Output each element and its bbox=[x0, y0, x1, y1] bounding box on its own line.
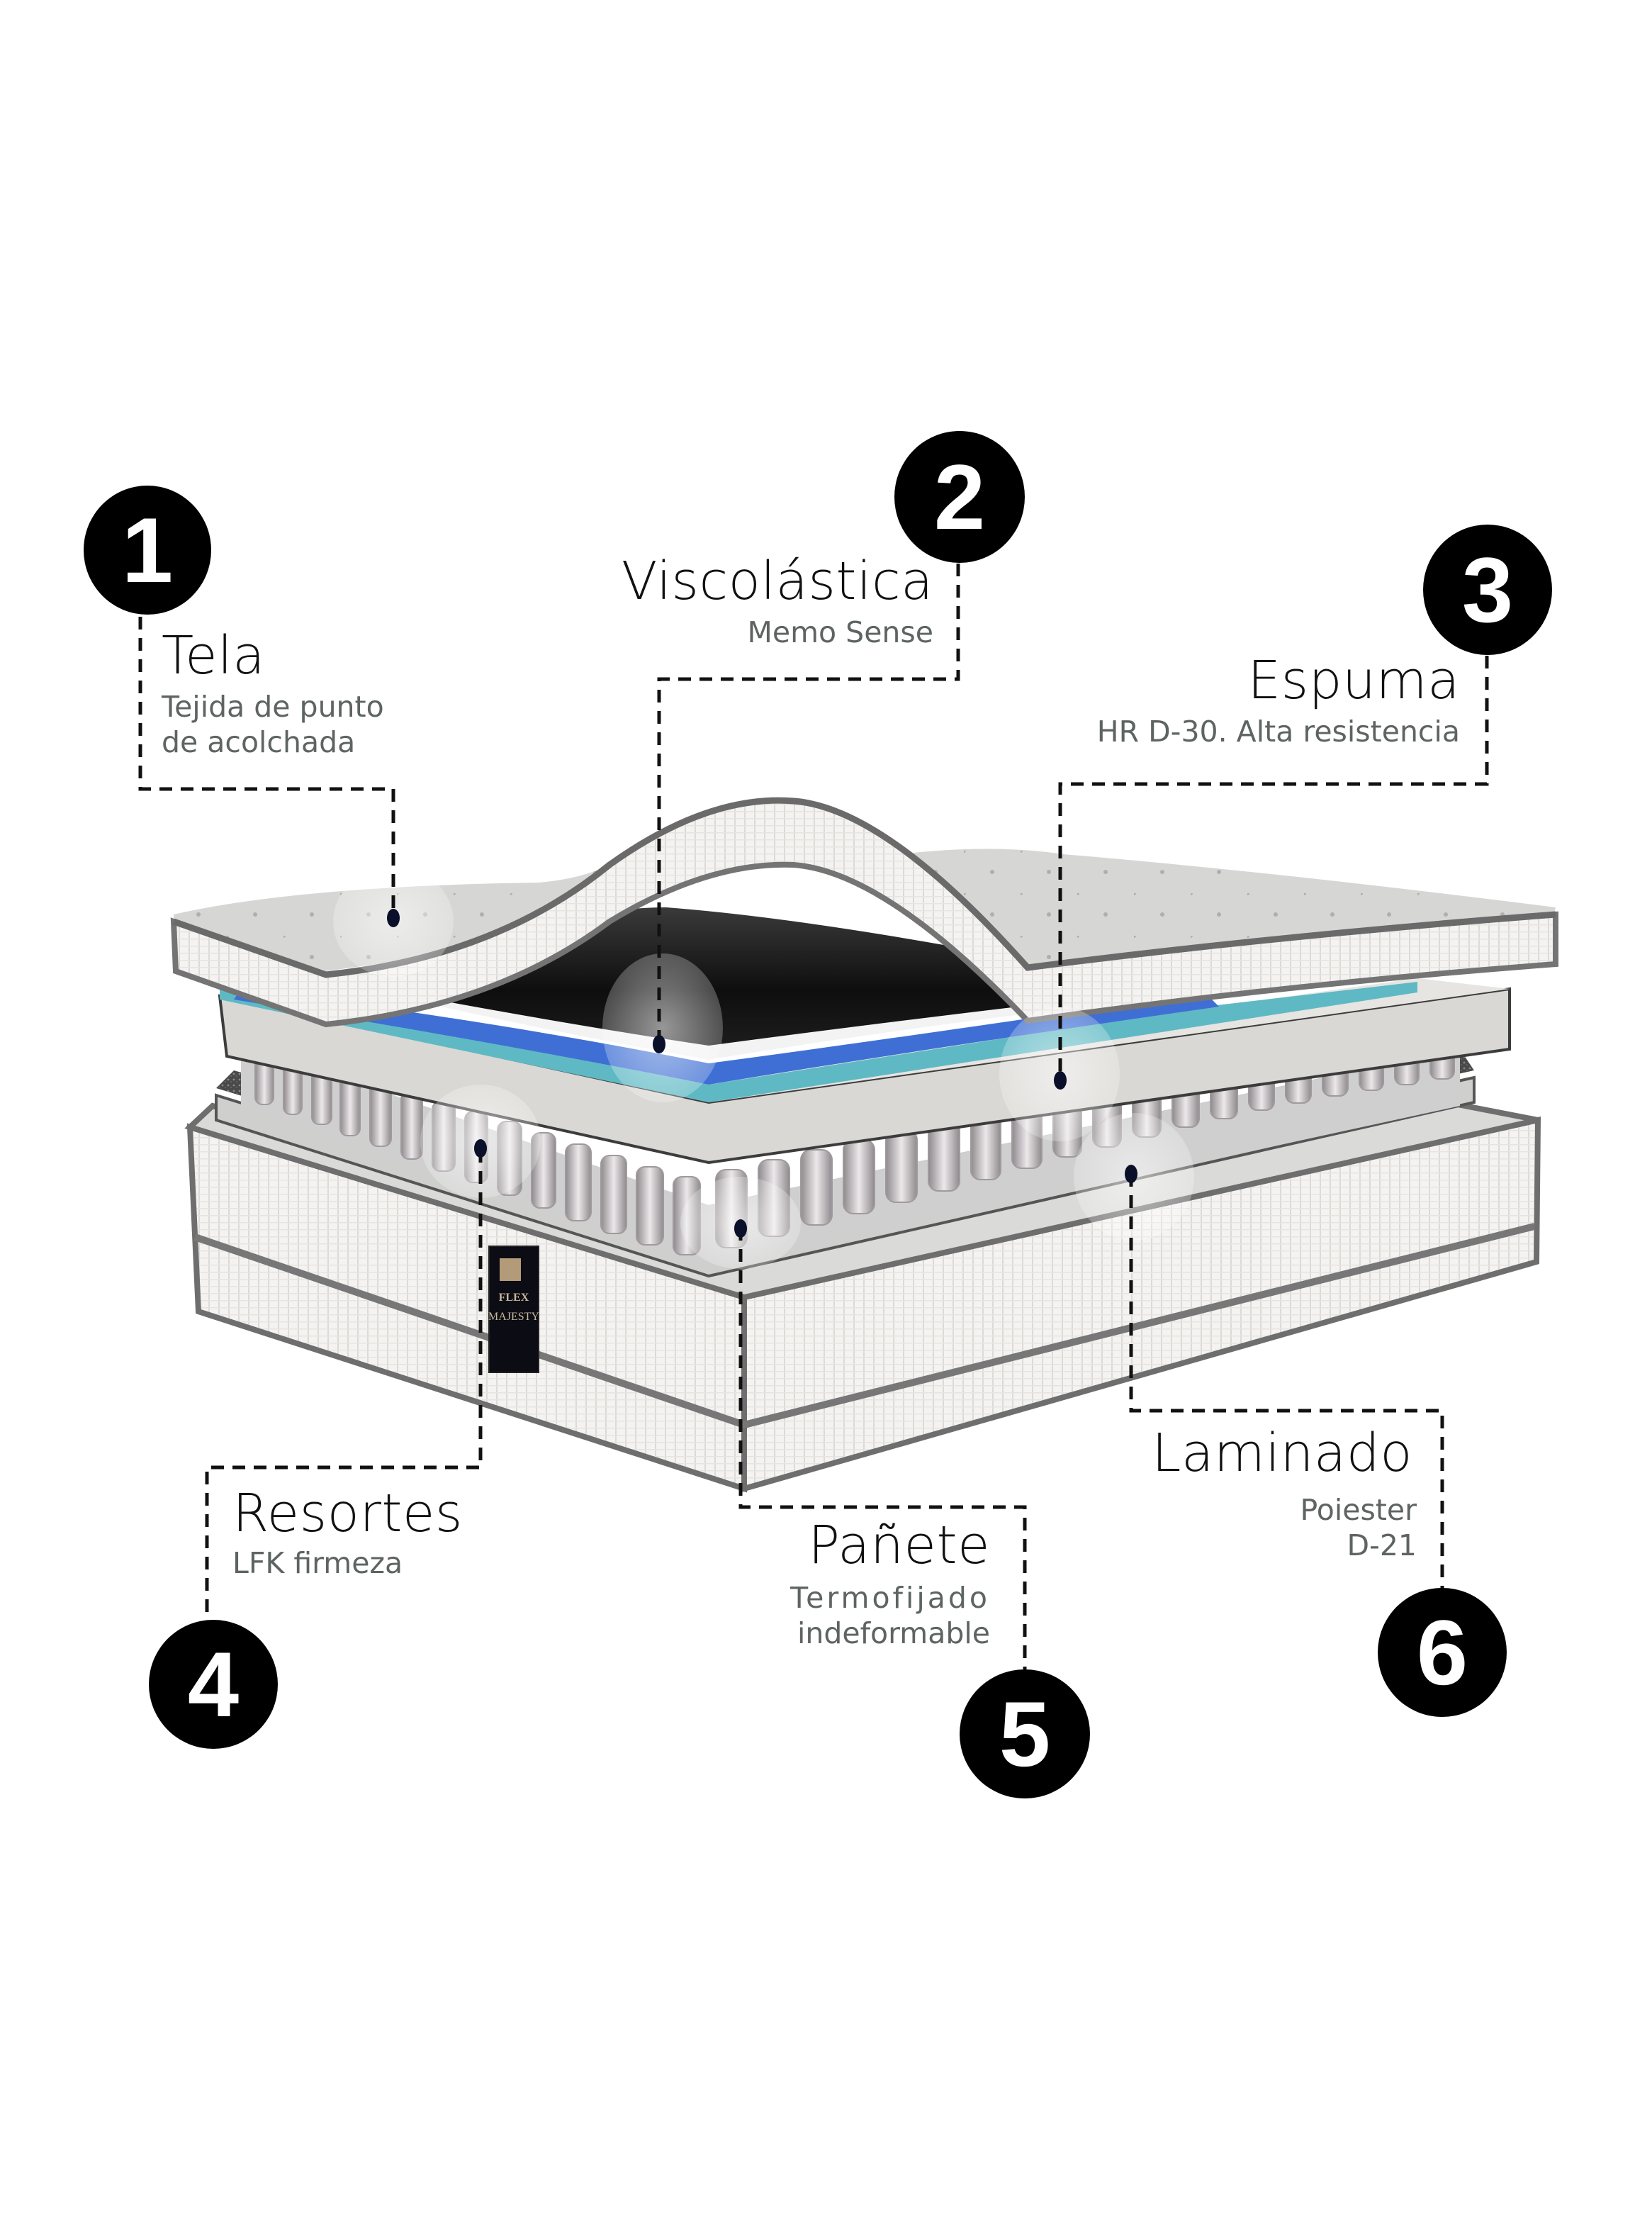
badge-number: 5 bbox=[999, 1682, 1051, 1786]
anchor-dots bbox=[387, 909, 1137, 1238]
layer-title: Tela bbox=[162, 625, 266, 686]
label-espuma: Espuma HR D-30. Alta resistencia bbox=[1096, 650, 1460, 749]
layer-subtitle-line: Termofijado bbox=[790, 1581, 990, 1616]
layer-subtitle-line: Memo Sense bbox=[747, 615, 933, 650]
number-badge-4: 4 bbox=[149, 1620, 278, 1749]
label-viscolastica: Viscolástica Memo Sense bbox=[621, 551, 933, 650]
leader-line-4 bbox=[205, 1150, 483, 1620]
leader-line-6 bbox=[1129, 1174, 1444, 1588]
leader-line-5 bbox=[738, 1228, 1027, 1669]
badge-number: 3 bbox=[1461, 538, 1514, 642]
leader-line-1 bbox=[138, 617, 395, 916]
number-badge-5: 5 bbox=[960, 1669, 1090, 1798]
layer-title: Viscolástica bbox=[621, 551, 933, 612]
layer-subtitle-line: Tejida de punto bbox=[162, 690, 384, 724]
gel-foam-layer bbox=[220, 982, 1417, 1102]
label-tela: Tela Tejida de punto de acolchada bbox=[162, 627, 384, 760]
layer-title: Resortes bbox=[232, 1483, 463, 1544]
badge-number: 6 bbox=[1416, 1601, 1468, 1704]
leader-line-3 bbox=[1058, 656, 1489, 1078]
leader-lines bbox=[138, 564, 1489, 1669]
brand-model: MAJESTY bbox=[488, 1311, 539, 1323]
number-badge-1: 1 bbox=[84, 486, 211, 615]
layer-subtitle-line: LFK firmeza bbox=[232, 1546, 403, 1581]
layer-title: Espuma bbox=[1247, 650, 1460, 711]
number-badge-2: 2 bbox=[894, 431, 1025, 563]
label-resortes: Resortes LFK firmeza bbox=[232, 1483, 463, 1581]
badge-number: 2 bbox=[933, 445, 986, 549]
layer-subtitle-line: indeformable bbox=[797, 1616, 990, 1651]
layer-subtitle-line: de acolchada bbox=[162, 725, 356, 760]
brand-name: FLEX bbox=[499, 1292, 529, 1304]
leader-line-2 bbox=[657, 564, 960, 1042]
badge-number: 4 bbox=[187, 1633, 240, 1736]
badge-number: 1 bbox=[121, 498, 174, 602]
layer-title: Laminado bbox=[1152, 1423, 1412, 1484]
layer-subtitle-line: HR D-30. Alta resistencia bbox=[1096, 715, 1460, 749]
label-laminado: Laminado Poiester D-21 bbox=[1152, 1423, 1417, 1563]
number-badge-3: 3 bbox=[1423, 525, 1552, 655]
brand-tag: FLEX MAJESTY bbox=[488, 1246, 539, 1373]
label-panete: Pañete Termofijado indeformable bbox=[790, 1515, 990, 1651]
layer-subtitle-line: D-21 bbox=[1347, 1528, 1417, 1563]
layer-subtitle-line: Poiester bbox=[1300, 1493, 1417, 1528]
layer-title: Pañete bbox=[808, 1515, 990, 1576]
number-badge-6: 6 bbox=[1378, 1588, 1507, 1717]
cutaway-shadow bbox=[397, 907, 1169, 1046]
